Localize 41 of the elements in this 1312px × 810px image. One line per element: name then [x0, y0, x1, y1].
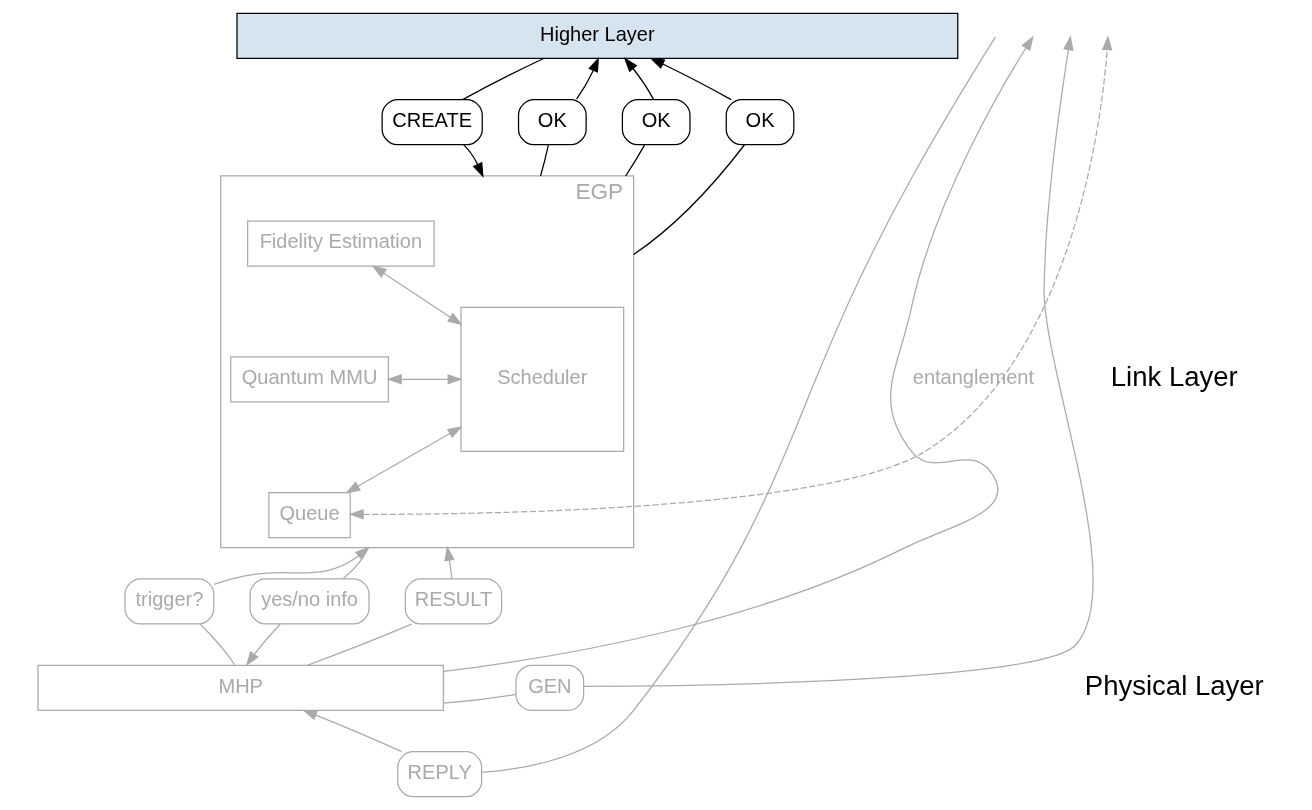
node-box: REPLY [396, 751, 482, 798]
node-box: RESULT [404, 578, 502, 625]
arrow [582, 35, 1094, 688]
connector [442, 693, 516, 704]
node-box: Higher Layer [235, 12, 958, 59]
node-box: Scheduler [459, 306, 624, 452]
connector [632, 144, 745, 256]
arrow [344, 426, 463, 494]
connector [341, 547, 369, 580]
node-box: OK [621, 99, 691, 146]
arrow [649, 57, 732, 101]
node-box: yes/no info [249, 578, 370, 625]
arrow [575, 56, 599, 100]
arrow [245, 623, 281, 667]
connector [480, 36, 996, 773]
connector [199, 623, 235, 666]
node-box: OK [517, 99, 587, 146]
arrow [371, 265, 462, 326]
edge-label: entanglement [912, 366, 1034, 389]
node-box: Queue [267, 491, 351, 539]
node-box: CREATE [381, 99, 483, 146]
arrow [348, 35, 1112, 520]
connector [306, 623, 412, 666]
node-box: Quantum MMU [229, 356, 389, 403]
arrow [386, 374, 463, 385]
node-box: trigger? [123, 578, 214, 625]
node-box: GEN [514, 664, 584, 711]
arrow [442, 35, 1034, 673]
arrow [443, 545, 455, 580]
arrow [301, 709, 402, 753]
label: Link Layer [1110, 361, 1238, 393]
arrow [623, 57, 654, 100]
connector [461, 57, 544, 101]
arrow [462, 144, 484, 178]
node-box: Fidelity Estimation [246, 220, 435, 267]
connector [539, 144, 549, 177]
label: Physical Layer [1084, 669, 1264, 701]
node-box: MHP [36, 664, 444, 711]
node-box: OK [725, 99, 794, 146]
connector [624, 144, 645, 177]
arrow [212, 546, 370, 586]
